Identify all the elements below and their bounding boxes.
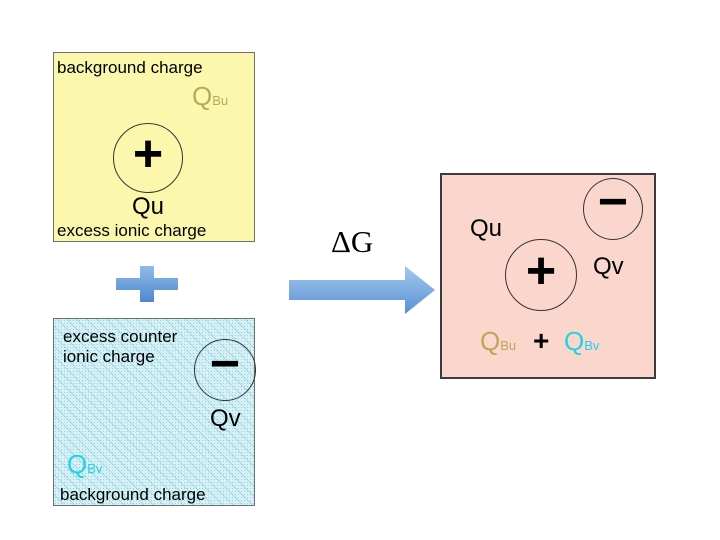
excess-counter-ionic-charge-box: excess counter ionic charge − Qv QBv bac… <box>53 318 256 506</box>
delta-g-label: ΔG <box>331 224 374 259</box>
excess-ionic-charge-box: background charge QBu + Qu excess ionic … <box>53 52 255 242</box>
minus-sign-icon: − <box>597 173 629 231</box>
qbv-label: QBv <box>564 326 600 356</box>
combine-plus-icon <box>116 266 178 302</box>
positive-charge-circle <box>505 239 577 311</box>
right-arrow-icon <box>289 266 435 314</box>
qv-label: Qv <box>210 405 241 432</box>
qbu-label: QBu <box>480 326 517 356</box>
negative-charge-circle <box>194 339 256 401</box>
combined-charge-box: Qu + − Qv QBu + QBv <box>440 173 656 379</box>
ionic-charge-label: ionic charge <box>63 347 155 366</box>
minus-sign-icon: − <box>209 335 241 393</box>
plus-join-label: + <box>533 325 550 356</box>
positive-charge-circle <box>113 123 183 193</box>
excess-counter-label: excess counter <box>63 327 178 346</box>
qu-label: Qu <box>132 193 165 220</box>
plus-sign-icon: + <box>525 242 557 300</box>
excess-ionic-charge-label: excess ionic charge <box>57 221 207 240</box>
plus-sign-icon: + <box>132 125 164 183</box>
negative-charge-circle <box>583 178 643 240</box>
background-charge-label: background charge <box>60 485 206 504</box>
qbv-label: QBv <box>67 449 103 479</box>
qbu-label: QBu <box>192 81 229 111</box>
qu-label: Qu <box>470 215 503 242</box>
qv-label: Qv <box>593 253 624 280</box>
background-charge-label: background charge <box>57 58 203 77</box>
